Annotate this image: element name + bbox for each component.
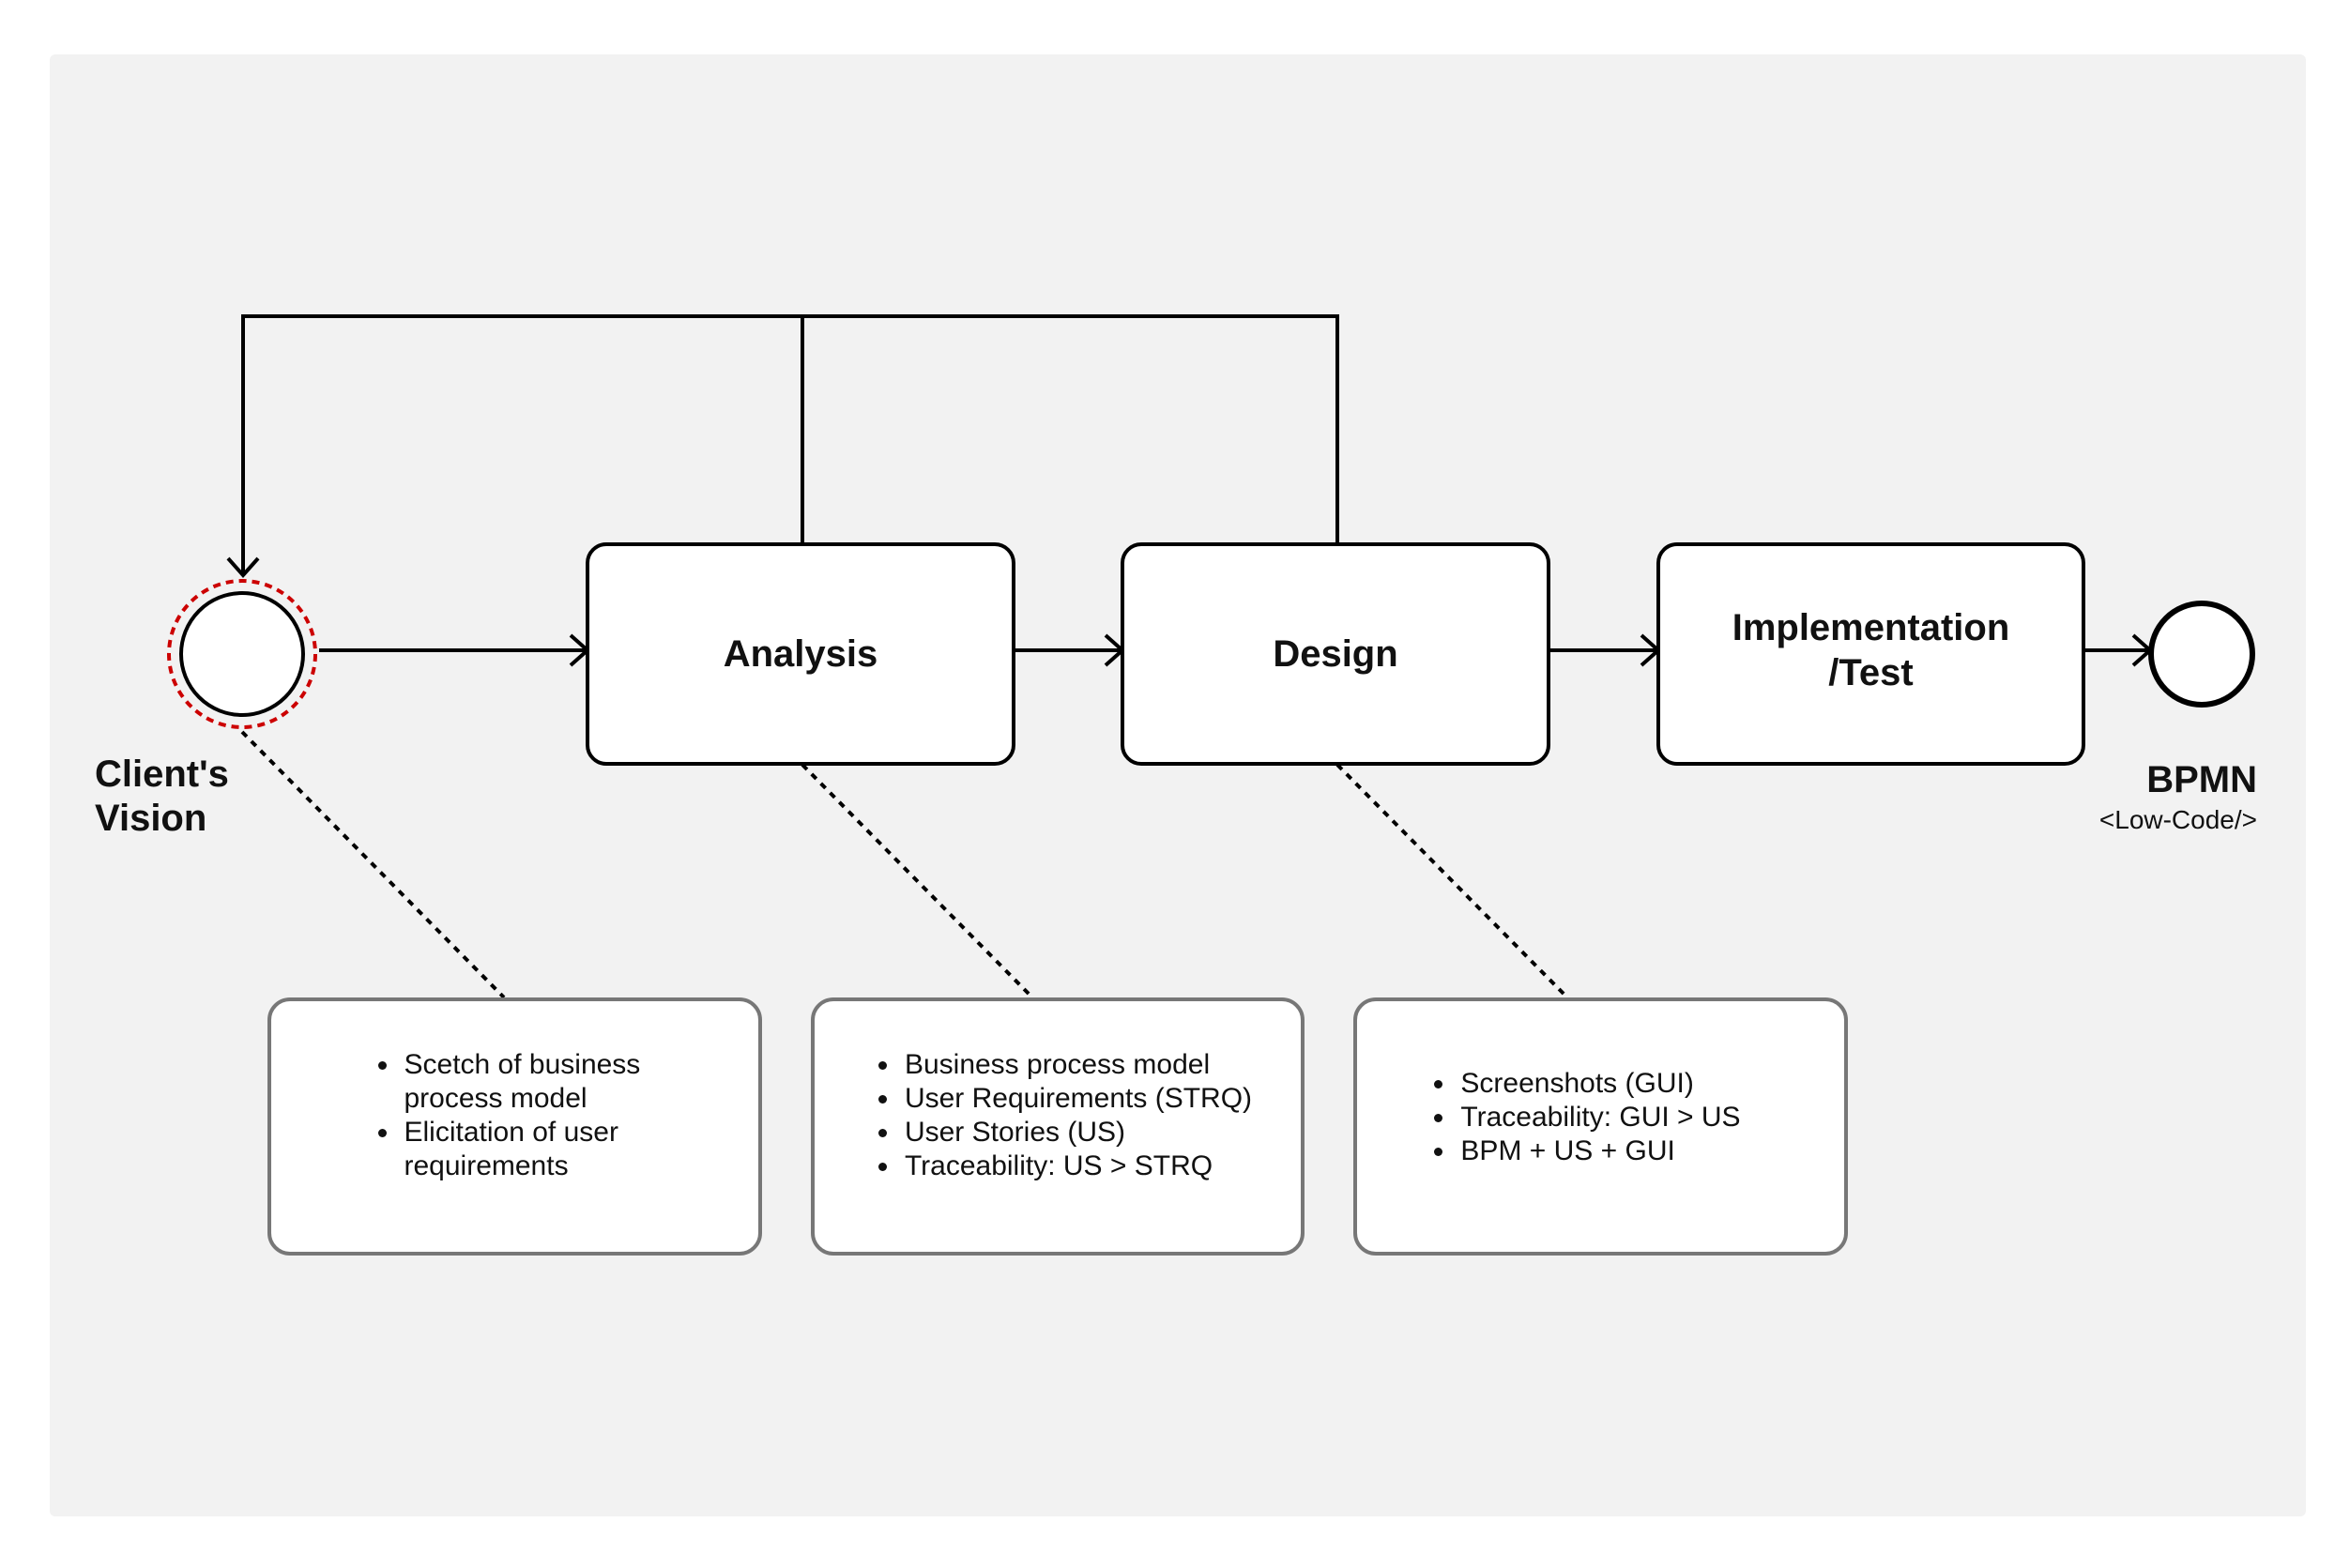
list-item: Screenshots (GUI) [1457, 1067, 1740, 1101]
list-item: Scetch of business process model [401, 1048, 667, 1116]
association-vision-note [240, 730, 506, 999]
association-design-note [1335, 763, 1569, 999]
annotation-design-list: Screenshots (GUI) Traceability: GUI > US… [1419, 1067, 1740, 1168]
diagram-canvas [50, 54, 2306, 1516]
annotation-analysis: Business process model User Requirements… [811, 997, 1305, 1256]
annotation-vision-list: Scetch of business process model Elicita… [363, 1048, 667, 1183]
list-item: BPM + US + GUI [1457, 1134, 1740, 1168]
end-event-sublabel: <Low-Code/> [2098, 805, 2257, 834]
task-design[interactable]: Design [1121, 542, 1550, 766]
start-event[interactable] [179, 591, 305, 717]
list-item: Elicitation of user requirements [401, 1116, 667, 1183]
end-event[interactable] [2148, 601, 2255, 708]
association-analysis-note [801, 763, 1034, 999]
list-item: Traceability: GUI > US [1457, 1101, 1740, 1134]
task-implementation-label: Implementation /Test [1732, 607, 2010, 693]
annotation-analysis-list: Business process model User Requirements… [863, 1048, 1252, 1183]
end-event-label: BPMN [2146, 759, 2257, 800]
start-event-highlight-ring [167, 579, 317, 729]
list-item: User Requirements (STRQ) [901, 1082, 1252, 1116]
list-item: Business process model [901, 1048, 1252, 1082]
feedback-return-line [241, 314, 802, 575]
feedback-arrowhead [226, 556, 260, 579]
start-event-label-line2: Vision [95, 798, 207, 839]
task-analysis-label: Analysis [723, 633, 878, 675]
feedback-loop-line [801, 314, 1339, 542]
list-item: Traceability: US > STRQ [901, 1149, 1252, 1183]
start-event-label-line1: Client's [95, 754, 229, 795]
task-design-label: Design [1273, 633, 1398, 675]
annotation-vision: Scetch of business process model Elicita… [267, 997, 762, 1256]
start-event-label: Client's Vision [95, 753, 229, 841]
task-implementation-test[interactable]: Implementation /Test [1656, 542, 2085, 766]
task-analysis[interactable]: Analysis [586, 542, 1015, 766]
list-item: User Stories (US) [901, 1116, 1252, 1149]
annotation-design: Screenshots (GUI) Traceability: GUI > US… [1353, 997, 1848, 1256]
